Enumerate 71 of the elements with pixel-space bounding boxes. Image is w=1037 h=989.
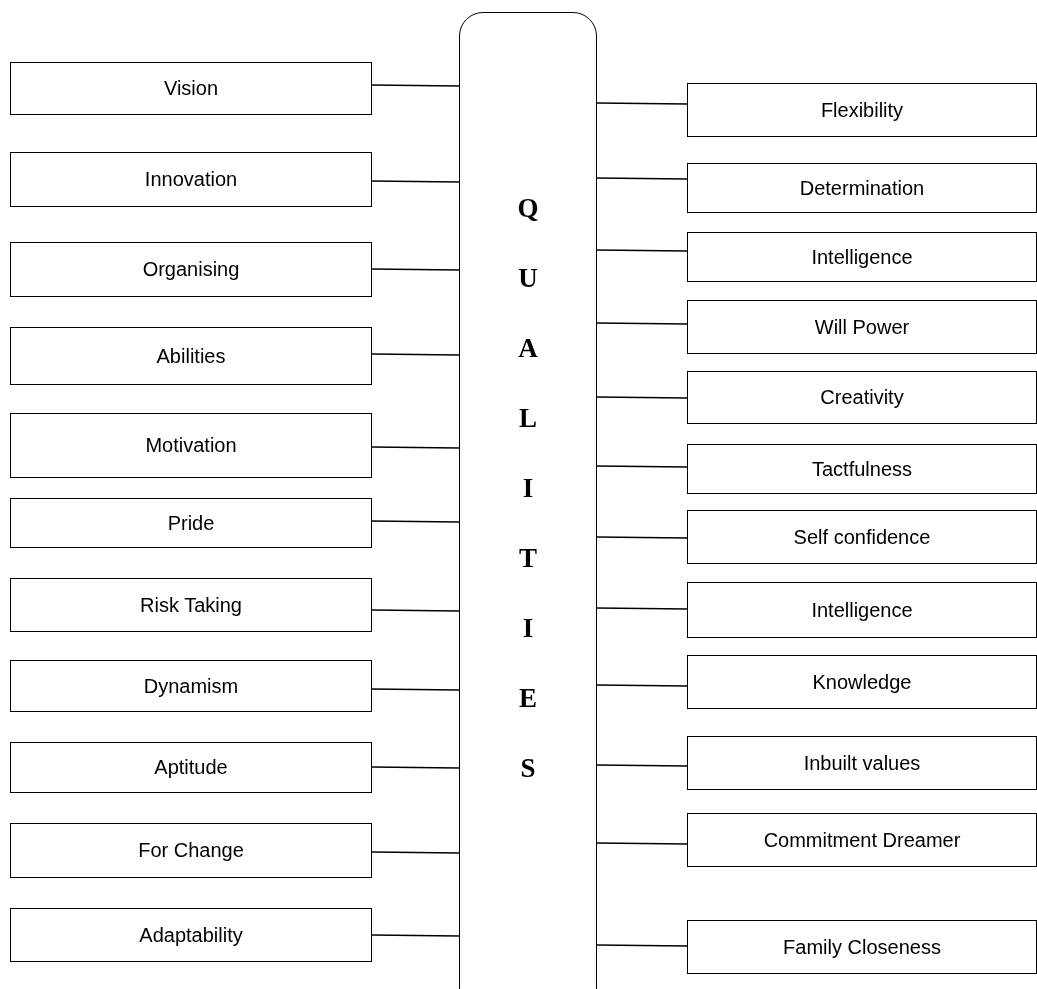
quality-box <box>687 232 1037 282</box>
connector-line <box>371 180 460 183</box>
quality-label: Intelligence <box>811 598 913 622</box>
quality-label: Dynamism <box>143 674 239 698</box>
connector-line <box>596 536 688 539</box>
quality-label: Flexibility <box>820 98 904 122</box>
connector-line <box>371 446 460 449</box>
connector-line <box>371 766 460 769</box>
connector-line <box>371 353 460 356</box>
quality-box <box>10 742 372 793</box>
quality-box <box>10 152 372 207</box>
quality-box <box>10 660 372 712</box>
quality-box <box>10 823 372 878</box>
connector-line <box>596 764 688 767</box>
connector-line <box>371 84 460 87</box>
quality-box <box>10 908 372 962</box>
quality-box <box>687 736 1037 790</box>
quality-box <box>10 413 372 478</box>
connector-line <box>596 322 688 325</box>
quality-label: Aptitude <box>154 756 228 779</box>
quality-label: Abilities <box>156 344 226 368</box>
vertical-title: QUALITIES <box>516 192 540 785</box>
quality-box <box>687 163 1037 213</box>
quality-label: Family Closeness <box>783 935 941 959</box>
quality-label: Knowledge <box>812 670 912 694</box>
quality-box <box>687 655 1037 709</box>
quality-label: Commitment Dreamer <box>763 828 961 852</box>
quality-label: For Change <box>138 839 244 862</box>
quality-label: Will Power <box>814 315 910 339</box>
connector-line <box>596 465 688 468</box>
connector-line <box>371 268 460 271</box>
quality-box <box>687 510 1037 564</box>
quality-box <box>687 444 1037 494</box>
connector-line <box>596 177 688 180</box>
connector-line <box>596 249 688 252</box>
quality-label: Vision <box>163 77 219 100</box>
connector-line <box>596 102 688 105</box>
connector-line <box>596 607 688 610</box>
quality-box <box>10 327 372 385</box>
quality-box <box>687 920 1037 974</box>
quality-label: Inbuilt values <box>803 751 921 775</box>
quality-label: Determination <box>799 176 925 200</box>
quality-box <box>687 300 1037 354</box>
quality-box <box>687 83 1037 137</box>
quality-label: Pride <box>167 511 215 535</box>
quality-label: Organising <box>142 258 240 281</box>
quality-box <box>10 498 372 548</box>
quality-label: Innovation <box>144 168 238 191</box>
connector-line <box>371 688 460 691</box>
quality-box <box>687 813 1037 867</box>
quality-box <box>10 242 372 297</box>
connector-line <box>596 944 688 947</box>
quality-label: Tactfulness <box>811 457 913 481</box>
quality-box <box>10 578 372 632</box>
quality-label: Creativity <box>820 386 904 409</box>
connector-line <box>371 934 460 937</box>
quality-label: Intelligence <box>811 245 913 269</box>
quality-label: Motivation <box>145 434 237 457</box>
quality-label: Self confidence <box>793 525 931 549</box>
connector-line <box>371 851 460 854</box>
connector-line <box>371 609 460 612</box>
quality-label: Risk Taking <box>140 593 242 617</box>
quality-label: Adaptability <box>139 923 243 947</box>
quality-box <box>687 371 1037 424</box>
connector-line <box>596 842 688 845</box>
connector-line <box>596 396 688 399</box>
connector-line <box>596 684 688 687</box>
connector-line <box>371 520 460 523</box>
quality-box <box>687 582 1037 638</box>
central-pillar <box>459 12 597 989</box>
quality-box <box>10 62 372 115</box>
